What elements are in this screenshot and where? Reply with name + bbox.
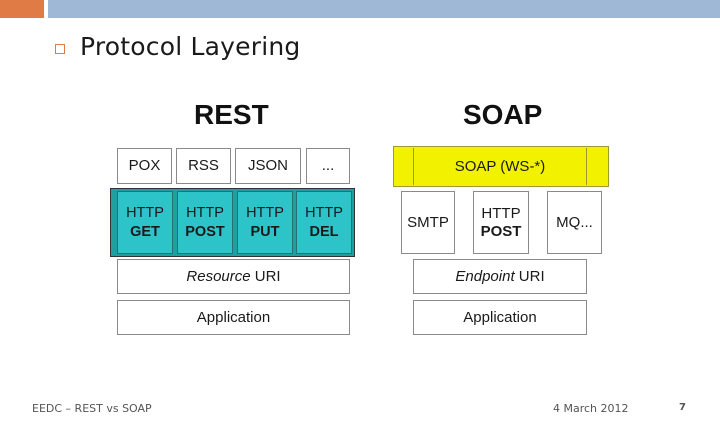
http-get-proto: HTTP — [126, 204, 164, 221]
http-del-proto: HTTP — [305, 204, 343, 221]
resource-uri-rest: URI — [250, 267, 281, 285]
format-json: JSON — [235, 148, 301, 184]
soap-application-box: Application — [413, 300, 587, 335]
transport-http-post: HTTP POST — [473, 191, 529, 254]
footer-title: EEDC – REST vs SOAP — [32, 402, 152, 415]
square-bullet-icon — [55, 44, 65, 54]
transport-http-verb: POST — [480, 222, 522, 240]
page-number: 7 — [679, 402, 686, 413]
format-more: ... — [306, 148, 350, 184]
footer-date: 4 March 2012 — [553, 402, 629, 415]
soap-ws-label: SOAP (WS-*) — [413, 148, 587, 185]
transport-mq: MQ... — [547, 191, 602, 254]
slide-title: Protocol Layering — [80, 32, 301, 61]
http-post-proto: HTTP — [186, 204, 224, 221]
format-pox: POX — [117, 148, 172, 184]
resource-uri-italic: Resource — [186, 267, 251, 285]
http-put-proto: HTTP — [246, 204, 284, 221]
soap-ws-layer — [393, 146, 609, 187]
http-get-box: HTTP GET — [117, 191, 173, 254]
endpoint-uri-italic: Endpoint — [455, 267, 515, 285]
http-put-box: HTTP PUT — [237, 191, 293, 254]
endpoint-uri-box: Endpoint URI — [413, 259, 587, 294]
header-accent-orange — [0, 0, 44, 18]
http-post-box: HTTP POST — [177, 191, 233, 254]
header-accent-blue — [48, 0, 720, 18]
rest-application-box: Application — [117, 300, 350, 335]
endpoint-uri-rest: URI — [514, 267, 545, 285]
resource-uri-box: Resource URI — [117, 259, 350, 294]
format-rss: RSS — [176, 148, 231, 184]
http-del-verb: DEL — [309, 223, 339, 240]
transport-http-proto: HTTP — [481, 204, 521, 222]
soap-heading: SOAP — [463, 99, 543, 130]
http-put-verb: PUT — [250, 223, 280, 240]
transport-smtp: SMTP — [401, 191, 455, 254]
http-del-box: HTTP DEL — [296, 191, 352, 254]
http-post-verb: POST — [185, 223, 225, 240]
rest-heading: REST — [194, 99, 269, 130]
http-get-verb: GET — [130, 223, 160, 240]
